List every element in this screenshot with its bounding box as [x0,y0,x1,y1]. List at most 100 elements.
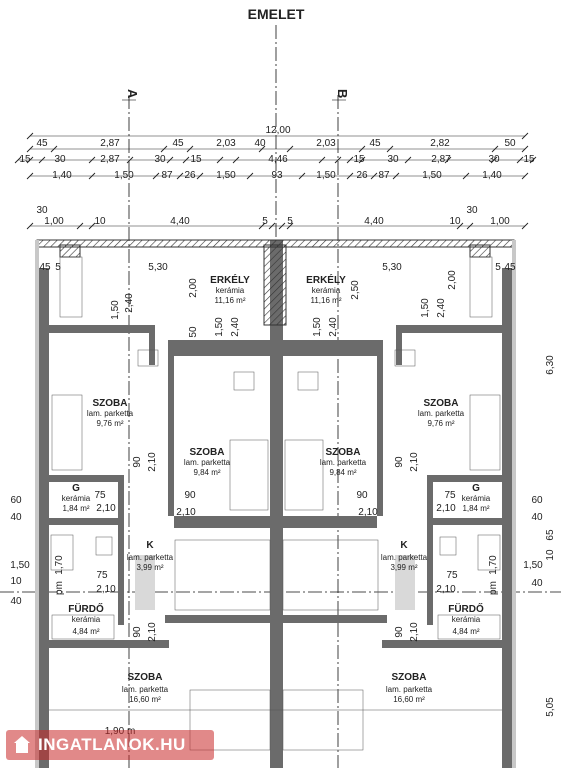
dim-90d: 90 [394,456,405,468]
dim-90e: 90 [132,626,143,638]
dimension-tick [386,145,394,153]
plan-title: EMELET [248,6,305,22]
dimension-tick [286,145,294,153]
room-name: SZOBA [128,672,163,683]
dim-150d: 1,50 [420,298,431,318]
dim-170a: 1,70 [54,555,65,575]
dimension-tick [216,156,224,164]
dim-210b: 2,10 [176,507,196,518]
dim-row-2: 15 30 2,87 30 15 4,46 15 30 2,87 30 15 [19,154,535,165]
room-material: lam. parketta [386,685,433,694]
room-name: K [400,540,408,551]
dim-240a: 2,40 [124,293,135,313]
dim-240d: 2,40 [436,298,447,318]
room-material: kerámia [312,286,341,295]
room-bedroom-left-large: SZOBA lam. parketta 16,60 m² [122,672,169,704]
dim-r2-9: 30 [488,154,500,165]
dimension-tick [268,222,276,230]
dim-r3-8: 87 [378,170,390,181]
room-labels: ERKÉLY kerámia 11,16 m² ERKÉLY kerámia 1… [62,273,491,704]
dimension-tick [529,156,537,164]
dimension-tick [521,145,529,153]
dim-r1-2: 45 [172,138,184,149]
dim-150a: 1,50 [110,300,121,320]
dimension-tick [152,172,160,180]
dim-r4-5: 5 [262,216,268,227]
dim-75a: 75 [94,490,106,501]
dim-r4-9: 1,00 [490,216,510,227]
room-material: lam. parketta [320,458,367,467]
dimension-tick [491,145,499,153]
room-material: lam. parketta [418,409,465,418]
dim-right-40: 40 [531,512,543,523]
dimension-tick [278,222,286,230]
room-material: kerámia [452,615,481,624]
dim-210i: 2,10 [147,622,158,642]
dim-right-10: 10 [545,549,556,561]
room-area: 4,84 m² [72,627,99,636]
dimension-tick [76,222,84,230]
dim-5a: 5 [55,262,61,273]
room-material: lam. parketta [87,409,134,418]
house-icon [12,736,32,754]
room-area: 1,84 m² [62,504,89,513]
room-material: lam. parketta [381,553,428,562]
dimension-tick [26,132,34,140]
dim-530b: 5,30 [382,262,402,273]
room-name: K [146,540,154,551]
dimension-tick [521,132,529,140]
room-material: lam. parketta [127,553,174,562]
dim-210a: 2,10 [147,452,158,472]
room-balcony-left: ERKÉLY kerámia 11,16 m² [210,273,250,305]
dim-left-10: 10 [10,576,22,587]
dim-50a: 50 [188,326,199,338]
dimension-tick [298,172,306,180]
dim-75c: 75 [96,570,108,581]
dim-r3-9: 1,50 [422,170,442,181]
room-area: 11,16 m² [311,296,342,305]
room-hall-left: K lam. parketta 3,99 m² [127,540,174,572]
dim-240c: 2,40 [328,317,339,337]
inner-dimensions: 45 5 5,30 5,30 5 45 2,00 2,50 2,00 1,50 … [39,262,516,737]
dim-210d: 2,10 [409,452,420,472]
dimension-tick [358,156,366,164]
dim-r2-0: 15 [19,154,31,165]
room-area: 4,84 m² [452,627,479,636]
dimension-tick [258,222,266,230]
dim-r1-8: 50 [504,138,516,149]
dimension-tick [126,156,134,164]
dimension-tick [50,145,58,153]
dimension-tick [166,156,174,164]
room-area: 1,84 m² [462,504,489,513]
axis-label-b: B [335,89,350,98]
dim-210j: 2,10 [409,622,420,642]
dim-total: 12,00 [265,125,290,136]
room-name: SZOBA [190,447,225,458]
dim-r2-7: 30 [387,154,399,165]
dim-r2-5: 4,46 [268,154,288,165]
axis-label-a: A [125,89,140,99]
dim-left-60: 60 [10,495,22,506]
room-name: SZOBA [326,447,361,458]
dimension-tick [444,156,452,164]
dim-r4-6: 5 [287,216,293,227]
dim-250a: 2,50 [350,280,361,300]
dim-row-3: 1,40 1,50 87 26 1,50 93 1,50 26 87 1,50 … [52,170,502,181]
dim-150c: 1,50 [312,317,323,337]
dim-210e: 2,10 [96,503,116,514]
room-wardrobe-right: G kerámia 1,84 m² [462,483,491,513]
dim-pm1: pm [54,581,65,595]
dim-r4-7: 4,40 [364,216,384,227]
dim-r1-7: 2,82 [430,138,450,149]
dim-r2-3: 30 [154,154,166,165]
dimension-tick [462,172,470,180]
room-area: 9,76 m² [427,419,454,428]
dim-r3-0: 1,40 [52,170,72,181]
room-balcony-right: ERKÉLY kerámia 11,16 m² [306,273,346,305]
dim-210c: 2,10 [358,507,378,518]
dim-r3-4: 1,50 [216,170,236,181]
dim-200a: 2,00 [188,278,199,298]
dim-r3-10: 1,40 [482,170,502,181]
room-material: kerámia [72,615,101,624]
dimension-tick [490,156,498,164]
